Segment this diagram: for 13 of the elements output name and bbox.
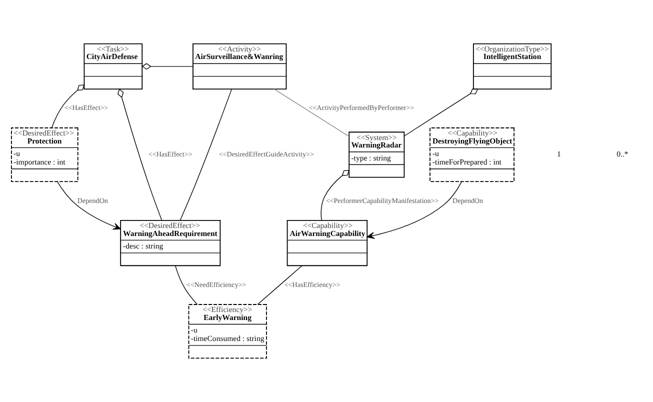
connector <box>257 265 302 305</box>
connector <box>51 84 85 128</box>
arrow <box>366 181 462 239</box>
connector <box>404 88 478 136</box>
arrow <box>57 181 121 230</box>
connector <box>180 88 232 221</box>
label: 0..* <box>616 150 628 159</box>
label: 1 <box>556 150 561 159</box>
connector <box>320 170 350 221</box>
connector <box>117 88 162 221</box>
connector <box>142 63 194 70</box>
connector <box>274 88 350 137</box>
connector <box>175 265 198 305</box>
